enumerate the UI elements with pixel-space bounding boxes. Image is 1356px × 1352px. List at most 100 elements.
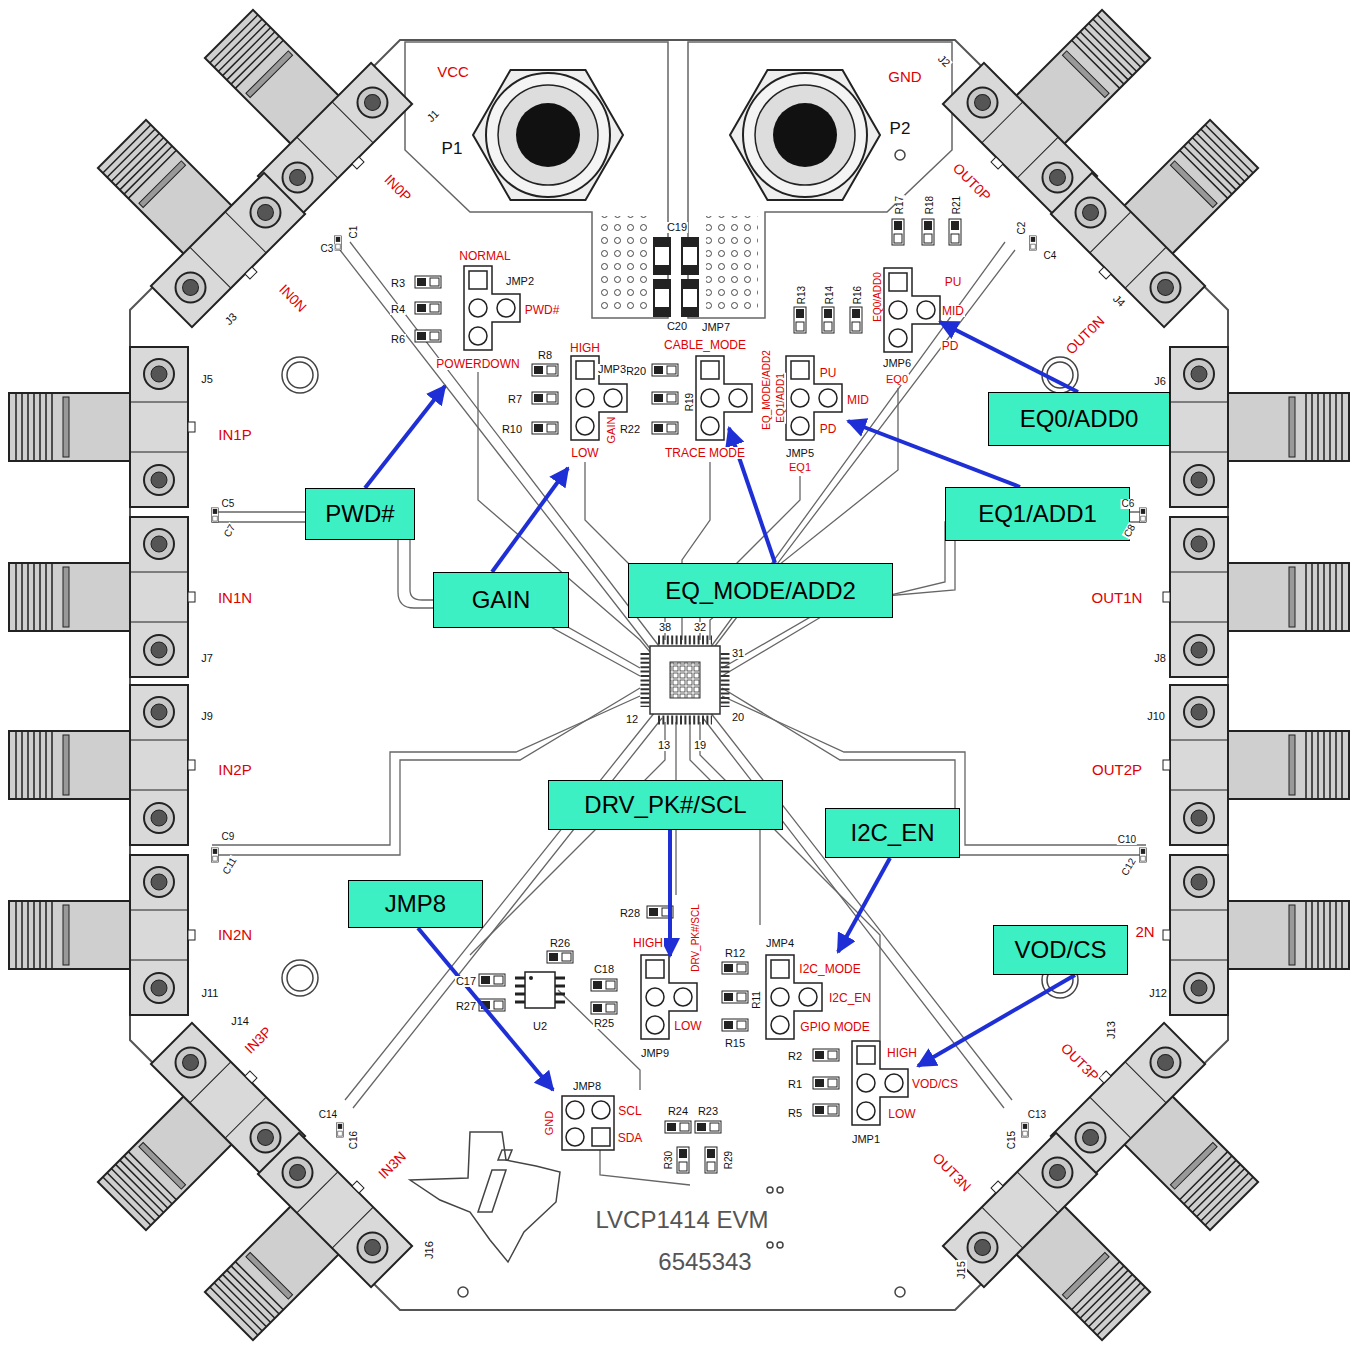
sma-connector	[65, 87, 310, 332]
label-anchor: 13	[657, 736, 671, 752]
sma-connector	[1046, 87, 1291, 332]
part-label: J12	[1148, 988, 1168, 999]
part-label: R14	[825, 285, 835, 305]
label-anchor: EQ_MODE/ADD2	[757, 349, 773, 430]
part-label: C4	[1043, 251, 1058, 261]
sma-connector	[1163, 685, 1349, 845]
mounting-hole	[282, 960, 318, 996]
capacitor-footprint	[654, 238, 670, 274]
label-anchor: J1	[422, 105, 443, 126]
label-anchor: C4	[1043, 246, 1058, 262]
label-anchor: R7	[507, 390, 523, 406]
label-anchor: R4	[390, 300, 406, 316]
part-label: R3	[390, 278, 406, 289]
label-anchor: C16	[344, 1130, 360, 1150]
capacitor-footprint	[682, 280, 698, 316]
power-post	[743, 73, 867, 197]
signal-label: GND	[887, 69, 922, 84]
label-anchor: J14	[230, 1012, 250, 1028]
label-anchor: OUT0N	[1062, 312, 1108, 358]
label-anchor: PD	[941, 337, 960, 353]
label-anchor: 38	[658, 618, 672, 634]
pcb-trace	[470, 722, 665, 955]
label-anchor: C14	[318, 1105, 338, 1121]
label-anchor: GND	[887, 69, 922, 85]
signal-label: EQ1/ADD1	[776, 372, 786, 423]
label-anchor: JMP4	[765, 934, 795, 950]
capacitor-footprint	[1022, 1123, 1029, 1137]
label-anchor: J2	[935, 50, 956, 71]
part-label: C1	[349, 225, 359, 240]
signal-label: PWD#	[524, 304, 561, 316]
label-anchor: LOW	[570, 444, 599, 460]
callout-text: EQ0/ADD0	[1020, 405, 1139, 433]
label-anchor: IN1P	[217, 427, 252, 443]
sma-connector	[1163, 855, 1349, 1015]
label-anchor: J13	[1102, 1020, 1118, 1040]
part-label: J3	[222, 310, 239, 327]
resistor-footprint	[665, 1121, 691, 1133]
sma-connector	[9, 517, 195, 677]
leader-arrow	[492, 468, 568, 572]
resistor-footprint	[813, 1077, 839, 1089]
label-anchor: R24	[667, 1102, 689, 1118]
signal-label: PU	[819, 367, 838, 379]
pcb-trace	[212, 242, 1146, 1185]
part-label: J5	[200, 374, 214, 385]
callout-text: DRV_PK#/SCL	[584, 791, 746, 819]
resistor-footprint	[591, 979, 617, 991]
part-label: C2	[1017, 221, 1027, 236]
part-label: C7	[222, 522, 238, 540]
resistor-footprint	[415, 276, 441, 288]
ic-chip	[641, 653, 650, 707]
part-label: JMP1	[851, 1134, 881, 1145]
label-anchor: HIGH	[569, 339, 601, 355]
label-anchor: J3	[220, 308, 241, 329]
jumper-header	[566, 1128, 584, 1146]
signal-label: EQ0/ADD0	[873, 271, 883, 322]
ic-chip	[721, 653, 730, 707]
part-label: J1	[424, 107, 441, 124]
label-anchor: C11	[216, 853, 240, 878]
signal-label: I2C_EN	[828, 992, 872, 1004]
resistor-footprint	[591, 1002, 617, 1014]
label-anchor: R30	[659, 1150, 675, 1170]
signal-label: VCC	[436, 64, 470, 79]
resistor-footprint	[722, 1019, 748, 1031]
signal-label: MID	[846, 394, 870, 406]
label-anchor: IN0N	[275, 280, 310, 315]
resistor-footprint	[532, 422, 558, 434]
part-label: R23	[697, 1106, 719, 1117]
label-anchor: IN2P	[217, 762, 252, 778]
label-anchor: LOW	[673, 1017, 702, 1033]
sma-connector	[1163, 347, 1349, 507]
signal-label: OUT1N	[1091, 590, 1144, 605]
part-label: 32	[693, 622, 707, 633]
part-label: R22	[619, 424, 641, 435]
label-anchor: VCC	[436, 64, 470, 80]
label-anchor: R27	[455, 997, 477, 1013]
part-label: R1	[787, 1079, 803, 1090]
signal-label: IN2N	[217, 927, 253, 942]
part-label: R13	[797, 285, 807, 305]
signal-label: LOW	[887, 1108, 916, 1120]
part-label: R19	[685, 392, 695, 412]
label-anchor: C2	[1012, 221, 1028, 236]
jumper-header	[562, 1096, 614, 1150]
mounting-hole	[287, 362, 313, 388]
mounting-hole	[777, 1242, 783, 1248]
mounting-hole	[767, 1187, 773, 1193]
callout-box: I2C_EN	[825, 808, 960, 858]
label-anchor: I2C_EN	[828, 989, 872, 1005]
label-anchor: 31	[731, 644, 745, 660]
part-label: 12	[625, 714, 639, 725]
signal-label: GPIO MODE	[799, 1021, 870, 1033]
capacitor-footprint	[654, 238, 698, 316]
part-label: R28	[619, 908, 641, 919]
signal-label: PU	[944, 276, 963, 288]
label-anchor: 2N	[1134, 924, 1155, 940]
label-anchor: R10	[501, 420, 523, 436]
resistor-footprint	[547, 951, 573, 963]
power-plate	[405, 42, 668, 318]
label-anchor: 6545343	[657, 1250, 752, 1274]
